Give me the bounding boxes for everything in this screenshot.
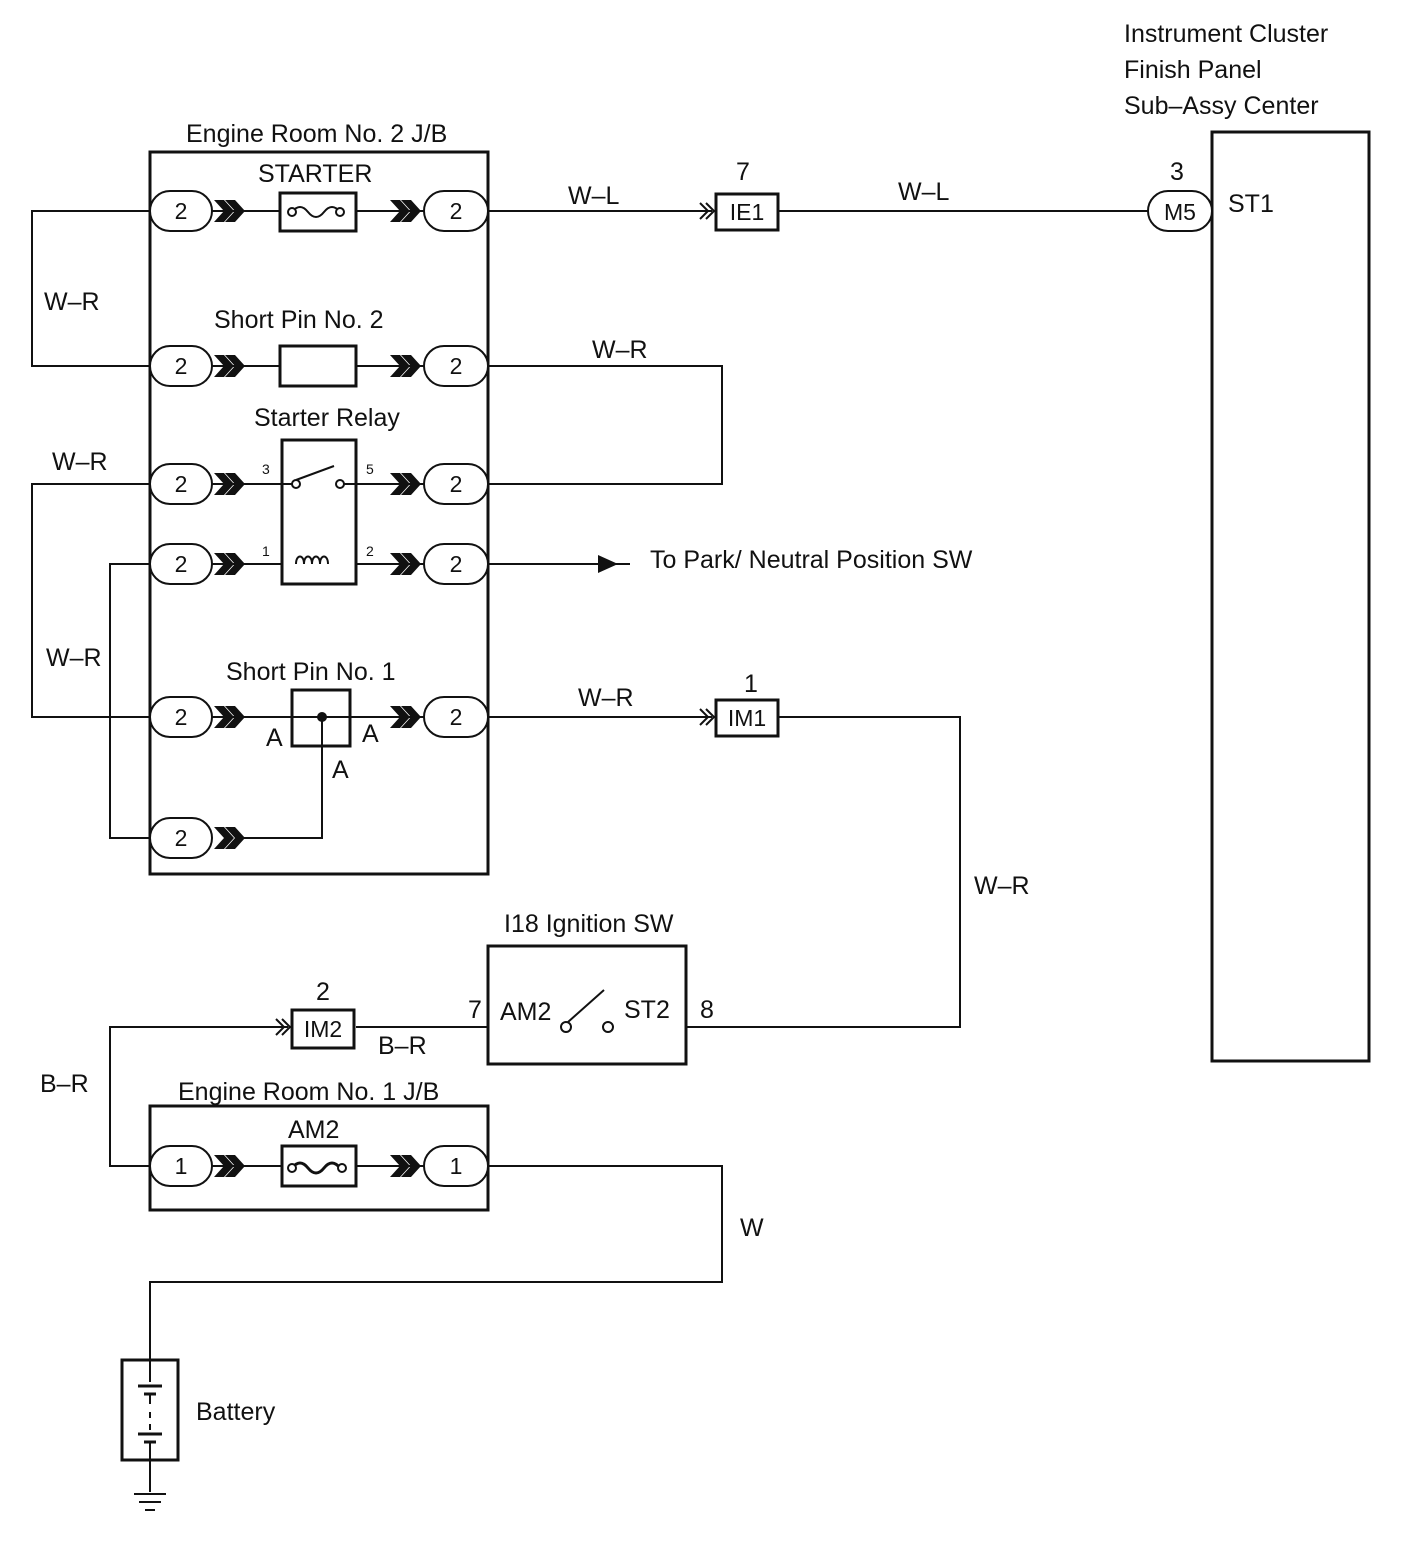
wire-label-wl-2: W–L <box>898 178 950 206</box>
ignition-switch <box>486 944 688 1066</box>
ignition-title: I18 Ignition SW <box>504 910 674 938</box>
starter-fuse-row <box>149 190 489 233</box>
relay-pin-3: 3 <box>262 461 270 477</box>
short-pin-1-term-right: A <box>362 720 379 748</box>
wire-label-wr-4: W–R <box>46 644 102 672</box>
short-pin-1-label: Short Pin No. 1 <box>226 658 396 686</box>
im2-pin: 2 <box>316 978 330 1006</box>
short-pin-2-label: Short Pin No. 2 <box>214 306 384 334</box>
ie1-name: IE1 <box>730 199 765 225</box>
cluster-title-1: Instrument Cluster <box>1124 20 1328 48</box>
jb2-conn-1r: 2 <box>450 198 463 224</box>
jb1-fuse-label: AM2 <box>288 1116 339 1144</box>
jb2-conn-4r: 2 <box>450 551 463 577</box>
wire-label-wr-6: W–R <box>974 872 1030 900</box>
engine-room-jb1 <box>148 1104 490 1212</box>
jb2-conn-1l: 2 <box>175 198 188 224</box>
wire-label-wr-5: W–R <box>578 684 634 712</box>
jb2-conn-5l: 2 <box>175 704 188 730</box>
im2-name: IM2 <box>304 1016 342 1042</box>
connector-ie1 <box>699 192 780 232</box>
relay-pin-1: 1 <box>262 543 270 559</box>
engine-room-jb2 <box>148 150 490 876</box>
jb1-title: Engine Room No. 1 J/B <box>178 1078 439 1106</box>
jb2-conn-2l: 2 <box>175 353 188 379</box>
relay-pin-2: 2 <box>366 543 374 559</box>
im1-name: IM1 <box>728 705 766 731</box>
connector-im2 <box>275 1008 356 1050</box>
ie1-pin: 7 <box>736 158 750 186</box>
short-pin-1-term-bottom: A <box>332 756 349 784</box>
park-neutral-label: To Park/ Neutral Position SW <box>650 546 973 574</box>
jb2-conn-3l: 2 <box>175 471 188 497</box>
instrument-cluster <box>1147 130 1371 1063</box>
jb2-conn-5r: 2 <box>450 704 463 730</box>
jb1-conn-left: 1 <box>175 1153 188 1179</box>
jb2-title: Engine Room No. 2 J/B <box>186 120 447 148</box>
battery-symbol <box>120 1358 180 1462</box>
wire-label-w: W <box>740 1214 764 1242</box>
jb2-conn-2r: 2 <box>450 353 463 379</box>
relay-pin-5: 5 <box>366 461 374 477</box>
wire-label-wr-3: W–R <box>52 448 108 476</box>
jb2-conn-4l: 2 <box>175 551 188 577</box>
cluster-pin-number: 3 <box>1170 158 1184 186</box>
cluster-title-3: Sub–Assy Center <box>1124 92 1319 120</box>
ignition-pin-right: 8 <box>700 996 714 1024</box>
ignition-term-st2: ST2 <box>624 996 670 1024</box>
arrow-icon <box>598 555 618 573</box>
ignition-term-am2: AM2 <box>500 998 551 1026</box>
connector-im1 <box>699 698 780 738</box>
ignition-pin-left: 7 <box>468 996 482 1024</box>
starter-relay-label: Starter Relay <box>254 404 400 432</box>
starter-relay <box>149 438 489 586</box>
short-pin-2-row <box>149 344 489 388</box>
battery-label: Battery <box>196 1398 276 1426</box>
cluster-terminal: ST1 <box>1228 190 1274 218</box>
starter-fuse-label: STARTER <box>258 160 372 188</box>
wire-label-br-2: B–R <box>40 1070 89 1098</box>
jb2-conn-6l: 2 <box>175 825 188 851</box>
wires <box>31 210 1148 1492</box>
wire-label-wr-1: W–R <box>44 288 100 316</box>
short-pin-1-row <box>149 688 489 859</box>
cluster-connector: M5 <box>1164 199 1196 225</box>
cluster-title-2: Finish Panel <box>1124 56 1262 84</box>
ground-symbol <box>134 1493 166 1511</box>
jb2-conn-3r: 2 <box>450 471 463 497</box>
im1-pin: 1 <box>744 670 758 698</box>
jb1-conn-right: 1 <box>450 1153 463 1179</box>
short-pin-1-term-left: A <box>266 724 283 752</box>
wire-label-wr-2: W–R <box>592 336 648 364</box>
wire-label-br-1: B–R <box>378 1032 427 1060</box>
wire-label-wl-1: W–L <box>568 182 620 210</box>
